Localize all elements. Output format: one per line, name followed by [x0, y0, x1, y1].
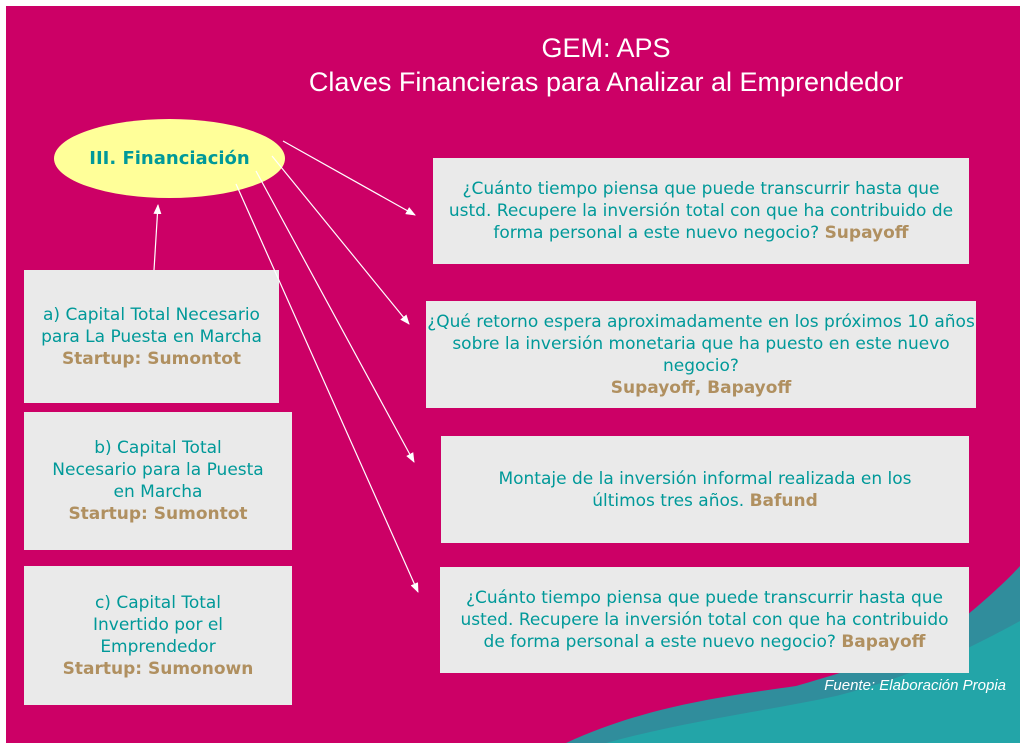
slide-subtitle: Claves Financieras para Analizar al Empr… [308, 67, 904, 97]
arrow-to-box-2 [271, 155, 410, 325]
right-box-1: ¿Cuánto tiempo piensa que puede transcur… [433, 158, 969, 264]
left-box-a-code: Startup: Sumontot [61, 348, 242, 369]
left-box-b: b) Capital Total Necesario para la Puest… [24, 412, 292, 550]
right-box-4: ¿Cuánto tiempo piensa que puede transcur… [440, 567, 969, 673]
right-box-2: ¿Qué retorno espera aproximadamente en l… [426, 301, 976, 408]
financiacion-node-label: III. Financiación [89, 148, 250, 169]
connector-arrows [153, 140, 419, 593]
arrow-to-node [153, 204, 162, 271]
left-box-a-text: a) Capital Total Necesario para La Puest… [41, 304, 262, 347]
arrow-to-box-1 [282, 140, 416, 216]
decorative-wave-shape [566, 566, 1020, 743]
left-box-c-text: c) Capital Total Invertido por el Empren… [92, 592, 224, 657]
right-box-2-text: ¿Qué retorno espera aproximadamente en l… [427, 311, 975, 376]
left-box-b-text: b) Capital Total Necesario para la Puest… [52, 438, 264, 502]
financiacion-node [54, 119, 285, 198]
left-box-c: c) Capital Total Invertido por el Empren… [24, 566, 292, 705]
right-box-3-text: Montaje de la inversión informal realiza… [498, 468, 912, 511]
right-box-4-text: ¿Cuánto tiempo piensa que puede transcur… [460, 588, 949, 652]
source-note: Fuente: Elaboración Propia [824, 677, 1006, 694]
right-box-3: Montaje de la inversión informal realiza… [441, 436, 969, 543]
arrow-to-box-3 [255, 170, 415, 463]
right-box-1-text: ¿Cuánto tiempo piensa que puede transcur… [448, 179, 954, 243]
slide-title: GEM: APS [541, 33, 671, 63]
arrow-to-box-4 [235, 183, 419, 593]
right-box-2-code: Supayoff, Bapayoff [610, 377, 792, 398]
left-box-c-code: Startup: Sumonown [62, 658, 254, 679]
left-box-b-code: Startup: Sumontot [68, 504, 248, 524]
right-box-3-code: Bafund [749, 490, 818, 511]
left-box-a: a) Capital Total Necesario para La Puest… [24, 270, 279, 403]
right-box-1-code: Supayoff [824, 223, 909, 243]
right-box-4-code: Bapayoff [841, 632, 926, 652]
slide: GEM: APS Claves Financieras para Analiza… [6, 6, 1020, 743]
